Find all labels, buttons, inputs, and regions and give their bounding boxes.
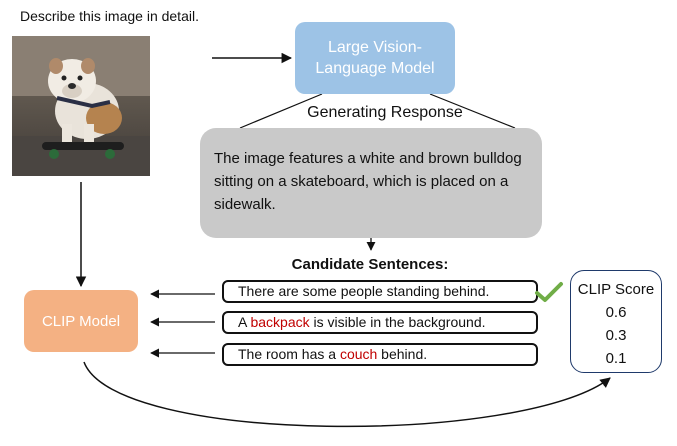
clip-score-title: CLIP Score [577, 281, 655, 298]
candidate-1-text: There are some people standing behind. [238, 283, 490, 299]
response-line-3: sidewalk. [214, 196, 276, 213]
bulldog-illustration [12, 36, 150, 176]
candidate-sentence-2: A backpack is visible in the background. [222, 311, 538, 334]
candidate-sentences-label: Candidate Sentences: [291, 256, 449, 273]
candidate-2-text-before: A [238, 314, 251, 330]
candidate-3-text-after: behind. [377, 346, 428, 362]
candidate-2-text-after: is visible in the background. [309, 314, 486, 330]
clip-score-value-3: 0.1 [605, 350, 627, 367]
clip-score-value-2: 0.3 [605, 327, 627, 344]
clip-model-box: CLIP Model [24, 290, 138, 352]
line-lvlm-to-response-left [239, 93, 323, 129]
candidate-sentence-1: There are some people standing behind. [222, 280, 538, 303]
prompt-text: Describe this image in detail. [20, 8, 199, 24]
lvlm-box: Large Vision- Language Model [295, 22, 455, 94]
candidate-2-highlight: backpack [250, 314, 310, 330]
arrow-clip-to-score [83, 361, 611, 428]
clip-score-value-1: 0.6 [605, 304, 627, 321]
candidate-3-highlight: couch [339, 346, 378, 362]
bulldog-photo [12, 36, 150, 176]
generating-response-label: Generating Response [307, 104, 463, 121]
lvlm-label-line2: Language Model [315, 60, 435, 77]
candidate-3-text-before: The room has a [238, 346, 340, 362]
response-line-2: sitting on a skateboard, which is placed… [214, 173, 509, 190]
clip-model-label: CLIP Model [41, 312, 121, 330]
clip-score-box: CLIP Score 0.6 0.3 0.1 [570, 270, 662, 373]
candidate-sentence-3: The room has a couch behind. [222, 343, 538, 366]
response-box: The image features a white and brown bul… [200, 128, 542, 238]
line-lvlm-to-response-right [429, 93, 516, 129]
lvlm-label-line1: Large Vision- [328, 39, 422, 56]
response-line-1: The image features a white and brown bul… [214, 150, 522, 167]
checkmark-icon [535, 282, 563, 302]
